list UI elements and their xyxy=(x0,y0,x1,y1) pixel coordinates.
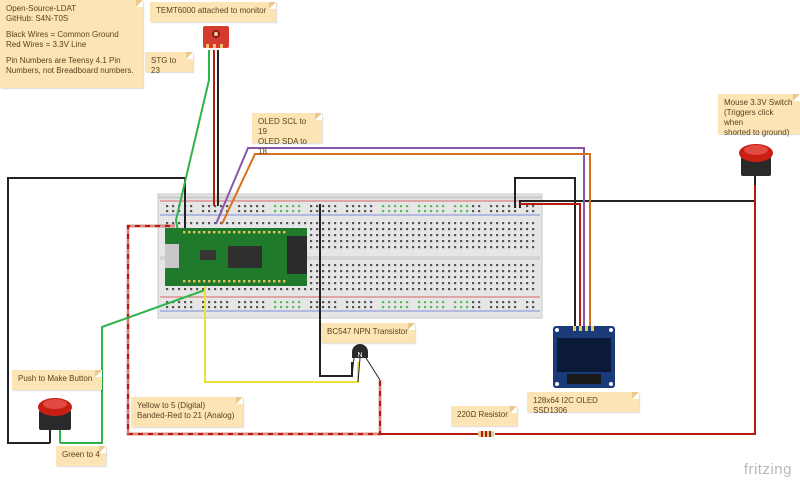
mouse-label-1: Mouse 3.3V Switch xyxy=(724,98,793,107)
oled-sda-wire xyxy=(221,153,591,330)
push-label: Push to Make Button xyxy=(18,374,93,383)
oled-model-label: 128x64 I2C OLED SSD1306 xyxy=(533,396,598,415)
wires xyxy=(7,50,756,444)
oled-pins-note: OLED SCL to 19 OLED SDA to 18 xyxy=(252,113,322,156)
bc547-transistor: N xyxy=(351,344,381,383)
mouse-switch xyxy=(739,144,773,176)
yellow-note: Yellow to 5 (Digital) Banded-Red to 21 (… xyxy=(131,397,243,427)
fritzing-brand: fritzing xyxy=(743,461,792,478)
yellow-wire xyxy=(204,283,359,383)
push-button xyxy=(38,398,72,443)
oled-model-note: 128x64 I2C OLED SSD1306 xyxy=(527,392,639,415)
power-loop-band xyxy=(127,225,381,435)
info-note: Open-Source-LDAT GitHub: S4N-T0S Black W… xyxy=(0,0,143,88)
green-label: Green to 4 xyxy=(62,450,100,459)
mouse-label-2: (Triggers click when xyxy=(724,108,774,127)
info-project: Open-Source-LDAT xyxy=(6,4,77,13)
yellow-label-1: Yellow to 5 (Digital) xyxy=(137,401,206,410)
oled-display xyxy=(553,326,615,388)
temt-note: TEMT6000 attached to monitor xyxy=(150,2,276,22)
bc547-note: BC547 NPN Transistor xyxy=(321,323,415,343)
resistor-note: 220Ω Resistor xyxy=(451,406,517,426)
info-power: Red Wires = 3.3V Line xyxy=(6,40,87,49)
mouse-note: Mouse 3.3V Switch (Triggers click when s… xyxy=(718,94,800,137)
ground-wire-transistor xyxy=(319,204,353,377)
temt-signal-wire xyxy=(174,50,210,233)
ground-wire-right xyxy=(514,177,576,330)
ground-wire-left xyxy=(7,177,186,444)
stg-label: STG to 23 xyxy=(151,56,177,75)
info-pins-2: Numbers, not Breadboard numbers. xyxy=(6,66,134,75)
mouse-label-3: shorted to ground) xyxy=(724,128,790,137)
resistor-220-ohm xyxy=(478,431,494,437)
oled-sda-label: OLED SDA to 18 xyxy=(258,137,307,156)
oled-power-wire xyxy=(520,203,581,330)
info-ground: Black Wires = Common Ground xyxy=(6,30,119,39)
stg-note: STG to 23 xyxy=(145,52,193,75)
mouse-power-wire xyxy=(495,185,756,435)
temt6000-sensor xyxy=(203,26,229,48)
temt-label: TEMT6000 attached to monitor xyxy=(156,6,267,15)
breadboard xyxy=(157,193,543,319)
info-pins-1: Pin Numbers are Teensy 4.1 Pin xyxy=(6,56,121,65)
resistor-label: 220Ω Resistor xyxy=(457,410,508,419)
push-note: Push to Make Button xyxy=(12,370,102,390)
oled-scl-wire xyxy=(215,147,585,330)
green-note: Green to 4 xyxy=(56,446,106,466)
bc547-label: BC547 NPN Transistor xyxy=(327,327,408,336)
yellow-label-2: Banded-Red to 21 (Analog) xyxy=(137,411,235,420)
oled-scl-label: OLED SCL to 19 xyxy=(258,117,307,136)
transistor-marking: N xyxy=(357,352,362,359)
teensy-pins xyxy=(183,231,286,283)
teensy-board xyxy=(165,228,307,286)
info-github: GitHub: S4N-T0S xyxy=(6,14,69,23)
